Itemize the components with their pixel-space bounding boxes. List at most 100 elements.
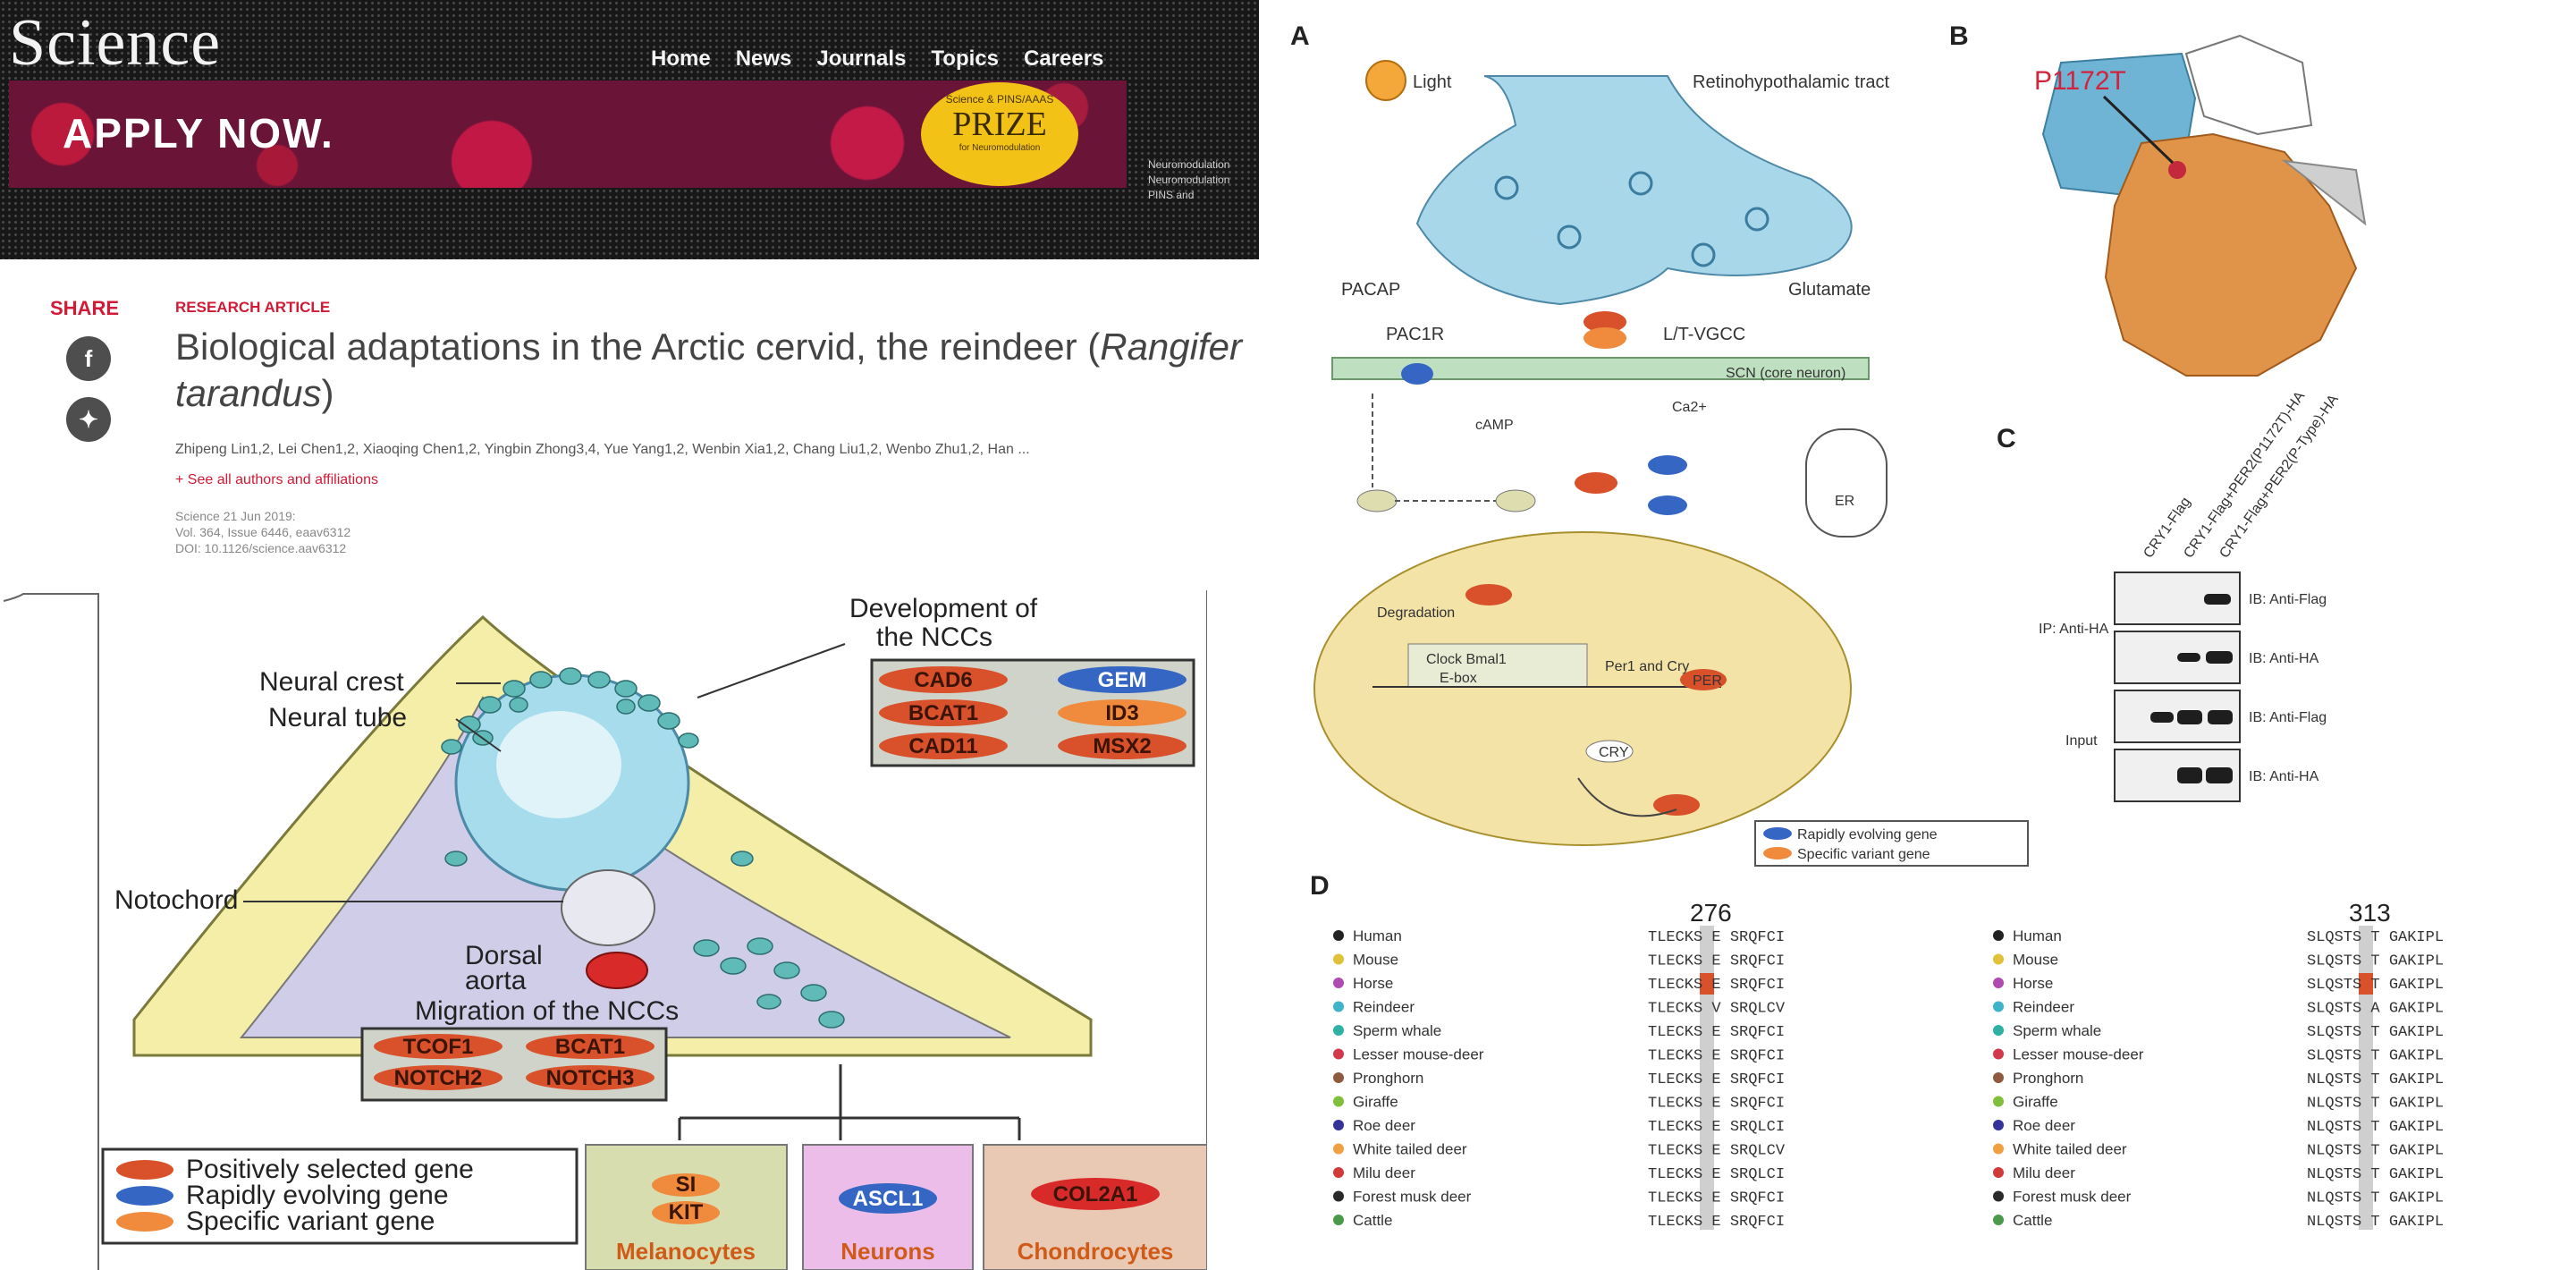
per-cry-label: Per1 and Cry bbox=[1605, 659, 1689, 674]
twitter-share-button[interactable]: ✦ bbox=[66, 397, 111, 442]
species-name: Horse bbox=[1353, 975, 1393, 992]
top-nav: Home News Journals Topics Careers bbox=[651, 47, 1103, 72]
signaling-molecules bbox=[1356, 455, 1687, 515]
pac1r-label: PAC1R bbox=[1386, 325, 1444, 344]
species-name: Human bbox=[1353, 927, 1402, 944]
species-dot bbox=[1333, 1025, 1344, 1036]
gene-oval-col2a1 bbox=[1031, 1178, 1160, 1210]
sequence-row: SLQSTS T GAKIPL bbox=[2307, 1048, 2444, 1065]
pub-volume: Vol. 364, Issue 6446, eaav6312 bbox=[175, 525, 351, 539]
nav-home[interactable]: Home bbox=[651, 47, 711, 71]
position-313: 313 bbox=[2349, 899, 2391, 927]
pub-doi: DOI: 10.1126/science.aav6312 bbox=[175, 541, 347, 555]
ncc-figure: Development of the NCCs CAD6 GEM BCAT1 I… bbox=[0, 590, 1207, 1270]
pacap-label: PACAP bbox=[1341, 280, 1400, 300]
nav-journals[interactable]: Journals bbox=[816, 47, 907, 71]
ib-row-4: IB: Anti-HA bbox=[2249, 769, 2319, 784]
dorsal-aorta-shape bbox=[586, 952, 648, 989]
gene-ascl1: ASCL1 bbox=[853, 1187, 924, 1211]
protein-structure bbox=[2041, 34, 2367, 377]
prize-footer: for Neuromodulation bbox=[959, 143, 1041, 153]
species-dot bbox=[1993, 1120, 2004, 1130]
species-dot bbox=[1993, 1215, 2004, 1225]
species-name: Pronghorn bbox=[2013, 1070, 2083, 1087]
scn-label: SCN (core neuron) bbox=[1726, 366, 1845, 381]
per-nuclear-b bbox=[1680, 669, 1727, 690]
degradation-label: Degradation bbox=[1377, 605, 1455, 621]
ebox-label: E-box bbox=[1440, 671, 1477, 686]
nav-topics[interactable]: Topics bbox=[931, 47, 999, 71]
sequence-row: TLECKS E SRQLCI bbox=[1648, 1119, 1785, 1136]
legend-positive: Positively selected gene bbox=[186, 1155, 474, 1184]
nav-news[interactable]: News bbox=[735, 47, 792, 71]
site-header: Science Home News Journals Topics Career… bbox=[0, 0, 1259, 259]
species-name: Milu deer bbox=[2013, 1164, 2075, 1181]
species-dot bbox=[1333, 1001, 1344, 1012]
sequence-row: TLECKS E SRQLCI bbox=[1648, 1166, 1785, 1183]
species-dot bbox=[1993, 1048, 2004, 1060]
sequence-row: NLQSTS T GAKIPL bbox=[2307, 1096, 2444, 1113]
gene-cad6: CAD6 bbox=[914, 668, 972, 692]
twitter-icon: ✦ bbox=[79, 406, 98, 433]
reindeer-variant-276 bbox=[1700, 973, 1714, 995]
development-pointer bbox=[697, 643, 846, 698]
species-dot bbox=[1333, 1120, 1344, 1130]
side-note-line: Neuromodulation bbox=[1148, 174, 1230, 186]
author-list[interactable]: Zhipeng Lin1,2, Lei Chen1,2, Xiaoqing Ch… bbox=[175, 442, 1030, 457]
neural-tube-highlight bbox=[496, 711, 621, 818]
facebook-share-button[interactable]: f bbox=[66, 336, 111, 381]
species-dot bbox=[1993, 1143, 2004, 1155]
migrating-cells bbox=[444, 851, 845, 1029]
species-name: Sperm whale bbox=[1353, 1022, 1441, 1039]
sequence-row: SLQSTS T GAKIPL bbox=[2307, 929, 2444, 946]
right-figure-svg: A Light Retinohypothalamic tract PACAP G… bbox=[1290, 21, 2444, 1231]
science-logo[interactable]: Science bbox=[9, 6, 222, 80]
gene-oval-si bbox=[652, 1173, 720, 1197]
figure-frame-left bbox=[3, 593, 99, 1270]
ncc-diagram: Development of the NCCs CAD6 GEM BCAT1 I… bbox=[3, 590, 1207, 1270]
article-type: RESEARCH ARTICLE bbox=[175, 299, 331, 316]
development-label-line1: Development of bbox=[849, 594, 1038, 623]
right-figure: A Light Retinohypothalamic tract PACAP G… bbox=[1256, 0, 2576, 1270]
species-dot bbox=[1993, 953, 2004, 965]
light-icon bbox=[1365, 60, 1406, 101]
glutamate-label: Glutamate bbox=[1788, 280, 1871, 300]
panel-a-label: A bbox=[1290, 21, 1310, 51]
species-name: Milu deer bbox=[1353, 1164, 1415, 1181]
ad-banner[interactable]: APPLY NOW. Science & PINS/AAAS PRIZE for… bbox=[9, 80, 1127, 188]
panel-c-label: C bbox=[1997, 424, 2016, 453]
legend-rapid: Rapidly evolving gene bbox=[186, 1181, 449, 1210]
species-name: Mouse bbox=[1353, 952, 1398, 969]
species-dot bbox=[1333, 1048, 1344, 1060]
sequence-row: NLQSTS T GAKIPL bbox=[2307, 1071, 2444, 1088]
p1172t-site bbox=[2168, 161, 2186, 179]
show-affiliations-link[interactable]: + See all authors and affiliations bbox=[175, 472, 378, 487]
light-label: Light bbox=[1413, 72, 1452, 92]
gene-notch2: NOTCH2 bbox=[394, 1066, 483, 1090]
species-name: Human bbox=[2013, 927, 2062, 944]
mutation-label: P1172T bbox=[2034, 66, 2126, 96]
sequence-row: TLECKS E SRQLCV bbox=[1648, 1143, 1786, 1160]
species-name: Cattle bbox=[1353, 1212, 1392, 1229]
species-name: Lesser mouse-deer bbox=[1353, 1046, 1484, 1063]
sequence-row: TLECKS E SRQFCI bbox=[1648, 929, 1785, 946]
blot-strips bbox=[2114, 572, 2241, 802]
share-label: SHARE bbox=[50, 297, 120, 319]
sequence-row: NLQSTS T GAKIPL bbox=[2307, 1214, 2444, 1231]
species-dot bbox=[1993, 1167, 2004, 1178]
mutation-pointer bbox=[2102, 95, 2175, 165]
species-name: Cattle bbox=[2013, 1212, 2052, 1229]
species-name: Roe deer bbox=[2013, 1117, 2075, 1134]
sequence-row: TLECKS V SRQLCV bbox=[1648, 1001, 1786, 1018]
apply-now-text: APPLY NOW. bbox=[63, 110, 334, 157]
gene-cad11: CAD11 bbox=[908, 734, 977, 758]
position-276: 276 bbox=[1690, 899, 1732, 927]
ip-label: IP: Anti-HA bbox=[2039, 622, 2109, 637]
legend-a-rapid-swatch bbox=[1763, 827, 1792, 840]
species-name: Giraffe bbox=[1353, 1094, 1398, 1111]
panel-b-label: B bbox=[1949, 21, 1969, 51]
differentiation-arrows bbox=[678, 1064, 1021, 1140]
gene-notch3: NOTCH3 bbox=[546, 1066, 635, 1090]
nav-careers[interactable]: Careers bbox=[1023, 47, 1104, 71]
dev-gene-ovals bbox=[879, 666, 1187, 759]
